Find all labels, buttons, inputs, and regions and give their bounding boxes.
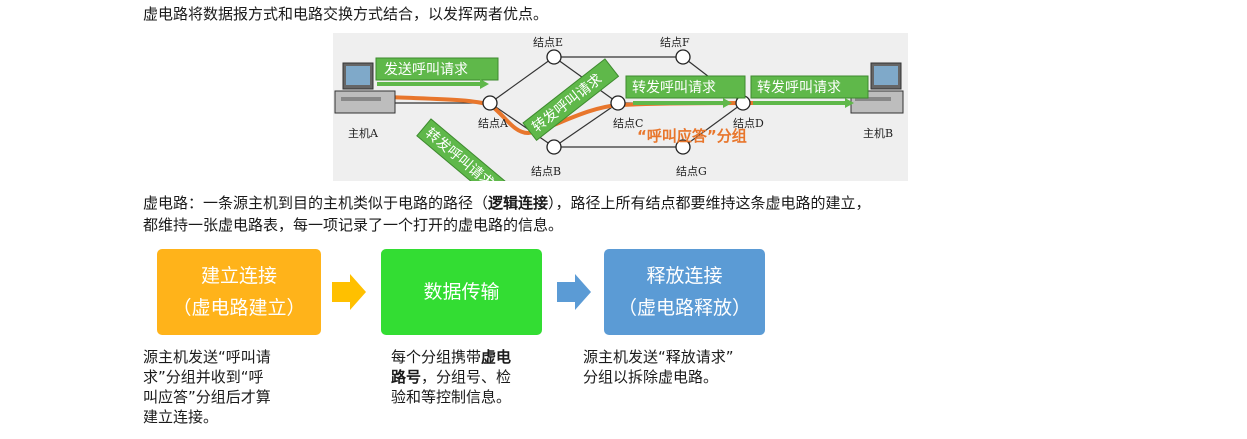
- step-establish-connection: 建立连接 （虚电路建立）: [157, 249, 321, 335]
- node-e-label: 结点E: [533, 36, 563, 49]
- step-release-connection: 释放连接 （虚电路释放）: [604, 249, 765, 335]
- svg-text:转发呼叫请求: 转发呼叫请求: [632, 80, 716, 96]
- node-e-circle: [546, 49, 562, 65]
- vc-number-term: 路号: [391, 368, 422, 386]
- right-arrow-icon: [332, 274, 366, 310]
- vc-number-term: 虚电: [481, 348, 512, 366]
- description-line: 验和等控制信息。: [391, 388, 512, 406]
- step-title: 释放连接: [646, 265, 723, 287]
- description-line: 求”分组并收到“呼: [143, 368, 264, 386]
- step2-description: 每个分组携带虚电 路号，分组号、检 验和等控制信息。: [391, 347, 511, 407]
- step-subtitle: （虚电路释放）: [617, 297, 751, 319]
- svg-text:转发呼叫请求: 转发呼叫请求: [757, 80, 841, 96]
- step-title: 数据传输: [423, 281, 500, 303]
- description-line: 源主机发送“释放请求”: [583, 348, 734, 366]
- node-d-label: 结点D: [733, 117, 764, 130]
- step-title: 建立连接: [200, 265, 277, 287]
- virtual-circuit-diagram: 结点E 结点F 结点A 结点B 结点C 结点D 结点G 主机A 主机B 发送呼叫…: [333, 33, 908, 181]
- intro-text: 虚电路将数据报方式和电路交换方式结合，以发挥两者优点。: [143, 5, 549, 23]
- computer-icon: [334, 62, 396, 114]
- host-b-label: 主机B: [863, 126, 893, 140]
- definition-line-1: 虚电路：一条源主机到目的主机类似于电路的路径（逻辑连接），路径上所有结点都要维持…: [143, 193, 871, 213]
- description-line: 路号，分组号、检: [391, 367, 511, 387]
- definition-text: ），路径上所有结点都要维持这条虚电路的建立，: [548, 194, 871, 212]
- node-a-circle: [482, 95, 498, 111]
- tag-forward-to-b-host: 转发呼叫请求: [750, 75, 869, 108]
- description-line: 分组以拆除虚电路。: [583, 368, 719, 386]
- description-line: 建立连接。: [143, 408, 219, 426]
- description-line: 每个分组携带虚电: [391, 347, 511, 367]
- right-arrow-icon: [557, 274, 591, 310]
- node-c-label: 结点C: [613, 117, 643, 130]
- node-f-label: 结点F: [660, 36, 690, 49]
- definition-text: 虚电路：一条源主机到目的主机类似于电路的路径（: [143, 194, 489, 212]
- node-f-circle: [675, 49, 691, 65]
- description-text: 每个分组携带: [391, 348, 482, 366]
- node-b-label: 结点B: [531, 165, 561, 178]
- svg-text:发送呼叫请求: 发送呼叫请求: [384, 62, 468, 78]
- description-line: 叫应答”分组后才算: [143, 388, 271, 406]
- logical-connection-term: 逻辑连接: [488, 194, 549, 212]
- step-subtitle: （虚电路建立）: [172, 297, 306, 319]
- description-line: 源主机发送“呼叫请: [143, 348, 271, 366]
- definition-line-2: 都维持一张虚电路表，每一项记录了一个打开的虚电路的信息。: [143, 216, 564, 234]
- node-b-circle: [546, 139, 562, 155]
- description-text: ，分组号、检: [421, 368, 512, 386]
- host-a-label: 主机A: [348, 126, 379, 140]
- node-g-circle: [675, 139, 691, 155]
- node-g-label: 结点G: [676, 165, 707, 178]
- reply-packet-label: “呼叫应答”分组: [637, 127, 747, 145]
- tag-send-request: 发送呼叫请求: [375, 57, 499, 89]
- node-a-label: 结点A: [478, 117, 509, 130]
- step1-description: 源主机发送“呼叫请 求”分组并收到“呼 叫应答”分组后才算 建立连接。: [143, 347, 271, 427]
- node-c-circle: [610, 95, 626, 111]
- step3-description: 源主机发送“释放请求” 分组以拆除虚电路。: [583, 347, 734, 387]
- tag-forward-to-d: 转发呼叫请求: [625, 75, 746, 108]
- step-data-transfer: 数据传输: [381, 249, 542, 335]
